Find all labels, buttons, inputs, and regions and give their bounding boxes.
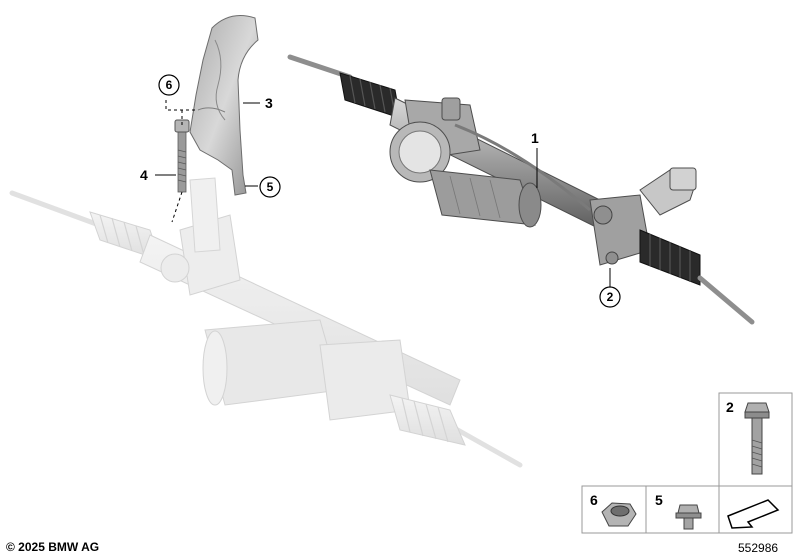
callout-2-circle: [599, 286, 621, 308]
heat-shield[interactable]: [189, 15, 259, 196]
nut-6-icon: [601, 502, 637, 527]
callout-lines: [155, 102, 611, 287]
panel-label-2: 2: [726, 399, 734, 415]
parts-panel: 2 6 5: [581, 392, 793, 534]
document-number: 552986: [738, 541, 779, 555]
callout-3: 3: [265, 95, 273, 111]
callout-4: 4: [140, 167, 148, 183]
callout-1: 1: [531, 130, 539, 146]
bolt-2-icon: [744, 402, 770, 475]
assembly-line-4: [171, 191, 183, 223]
bolt-part-4[interactable]: [174, 119, 190, 193]
panel-label-6: 6: [590, 492, 598, 508]
screw-5-icon: [675, 504, 702, 530]
copyright-notice: © 2025 BMW AG: [6, 540, 100, 554]
callout-6: 6: [166, 78, 173, 92]
callout-5-circle: [259, 176, 281, 198]
ghost-steering-rack: [9, 177, 523, 468]
mounting-symbol-icon: [727, 499, 780, 529]
assembly-line-6b: [165, 100, 196, 111]
callout-5: 5: [267, 180, 274, 194]
panel-label-5: 5: [655, 492, 663, 508]
steering-rack-main[interactable]: [287, 54, 755, 325]
callout-2: 2: [607, 290, 614, 304]
callout-6-circle: [158, 74, 180, 96]
